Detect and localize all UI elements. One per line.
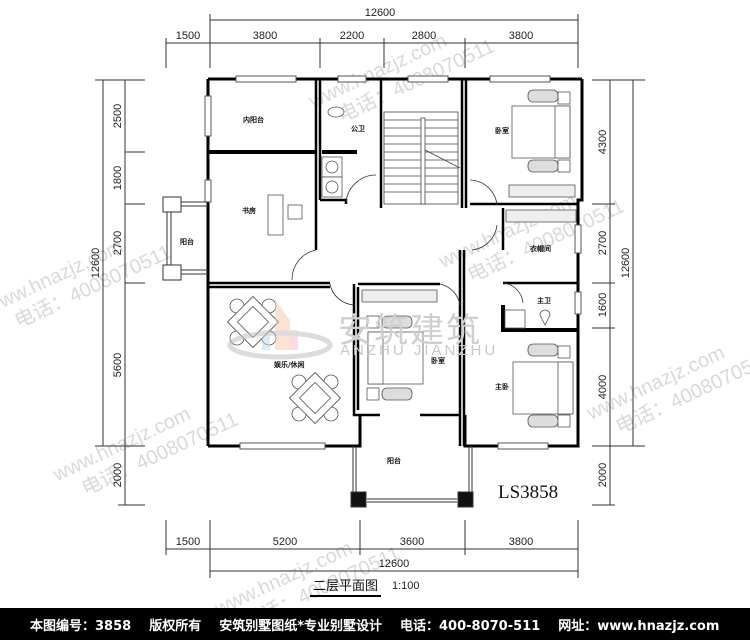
footer-drawing-number: 本图编号：3858 <box>30 618 132 634</box>
svg-text:12600: 12600 <box>379 558 410 570</box>
svg-text:2800: 2800 <box>412 30 436 42</box>
room-label-master-wc: 主卫 <box>537 296 551 305</box>
room-label-recreation: 娱乐/休闲 <box>274 360 305 369</box>
footer-phone: 电话：400-8070-511 <box>400 618 541 634</box>
room-label-inner-balcony: 内阳台 <box>243 115 264 124</box>
svg-text:3800: 3800 <box>253 30 277 42</box>
footer-slogan: 安筑别墅图纸*专业别墅设计 <box>219 618 383 634</box>
footer-copyright: 版权所有 <box>149 618 202 634</box>
south-balcony-railing <box>350 446 474 508</box>
svg-text:2700: 2700 <box>597 231 609 255</box>
svg-text:2500: 2500 <box>112 104 124 128</box>
plan-code: LS3858 <box>498 482 559 503</box>
room-label-study: 书房 <box>242 206 256 215</box>
svg-text:12600: 12600 <box>620 248 632 279</box>
room-label-walk-in-closet: 衣帽间 <box>530 244 551 253</box>
drawing-scale: 1:100 <box>392 580 420 592</box>
svg-text:2700: 2700 <box>112 231 124 255</box>
svg-text:2000: 2000 <box>597 463 609 487</box>
svg-text:12600: 12600 <box>90 248 102 279</box>
footer-bar: 本图编号：3858 版权所有 安筑别墅图纸*专业别墅设计 电话：400-8070… <box>0 608 750 640</box>
logo-english-text: ANZHU JIANZHU <box>340 342 499 359</box>
furniture <box>226 89 577 428</box>
svg-text:2000: 2000 <box>112 463 124 487</box>
svg-text:3800: 3800 <box>509 536 533 548</box>
door-swings <box>291 174 524 306</box>
svg-text:3600: 3600 <box>400 536 424 548</box>
anzhu-logo-mark <box>227 300 333 360</box>
svg-text:5200: 5200 <box>273 536 297 548</box>
west-balcony-railing <box>162 196 208 281</box>
right-dimension-lines <box>592 79 645 506</box>
svg-text:1800: 1800 <box>112 166 124 190</box>
interior-walls <box>208 79 578 446</box>
svg-text:1500: 1500 <box>176 30 200 42</box>
svg-text:2200: 2200 <box>340 30 364 42</box>
svg-text:1500: 1500 <box>176 536 200 548</box>
room-label-bedroom-center: 卧室 <box>431 356 445 365</box>
room-label-south-balcony: 阳台 <box>387 456 401 465</box>
room-label-west-balcony: 阳台 <box>180 237 194 246</box>
top-dimension-lines <box>165 14 579 68</box>
drawing-title: 二层平面图 <box>310 575 382 597</box>
svg-text:5600: 5600 <box>112 353 124 377</box>
svg-text:4300: 4300 <box>597 130 609 154</box>
svg-text:4000: 4000 <box>597 375 609 399</box>
svg-text:12600: 12600 <box>365 7 396 19</box>
staircase <box>383 111 461 205</box>
footer-website: 网址：www.hnazjz.com <box>558 618 720 634</box>
room-label-public-wc: 公卫 <box>351 125 365 133</box>
svg-text:3800: 3800 <box>509 30 533 42</box>
room-label-bedroom-ne: 卧室 <box>495 126 509 135</box>
bottom-dimension-lines <box>165 520 579 578</box>
logo-chinese-text: 安筑建筑 <box>338 311 482 351</box>
floor-plan-drawing: www.hnazjz.com 电话：4008070511 www.hnazjz.… <box>0 7 750 608</box>
room-label-master-bedroom: 主卧 <box>495 382 509 391</box>
left-dimension-lines <box>95 79 145 506</box>
svg-text:1600: 1600 <box>597 293 609 317</box>
